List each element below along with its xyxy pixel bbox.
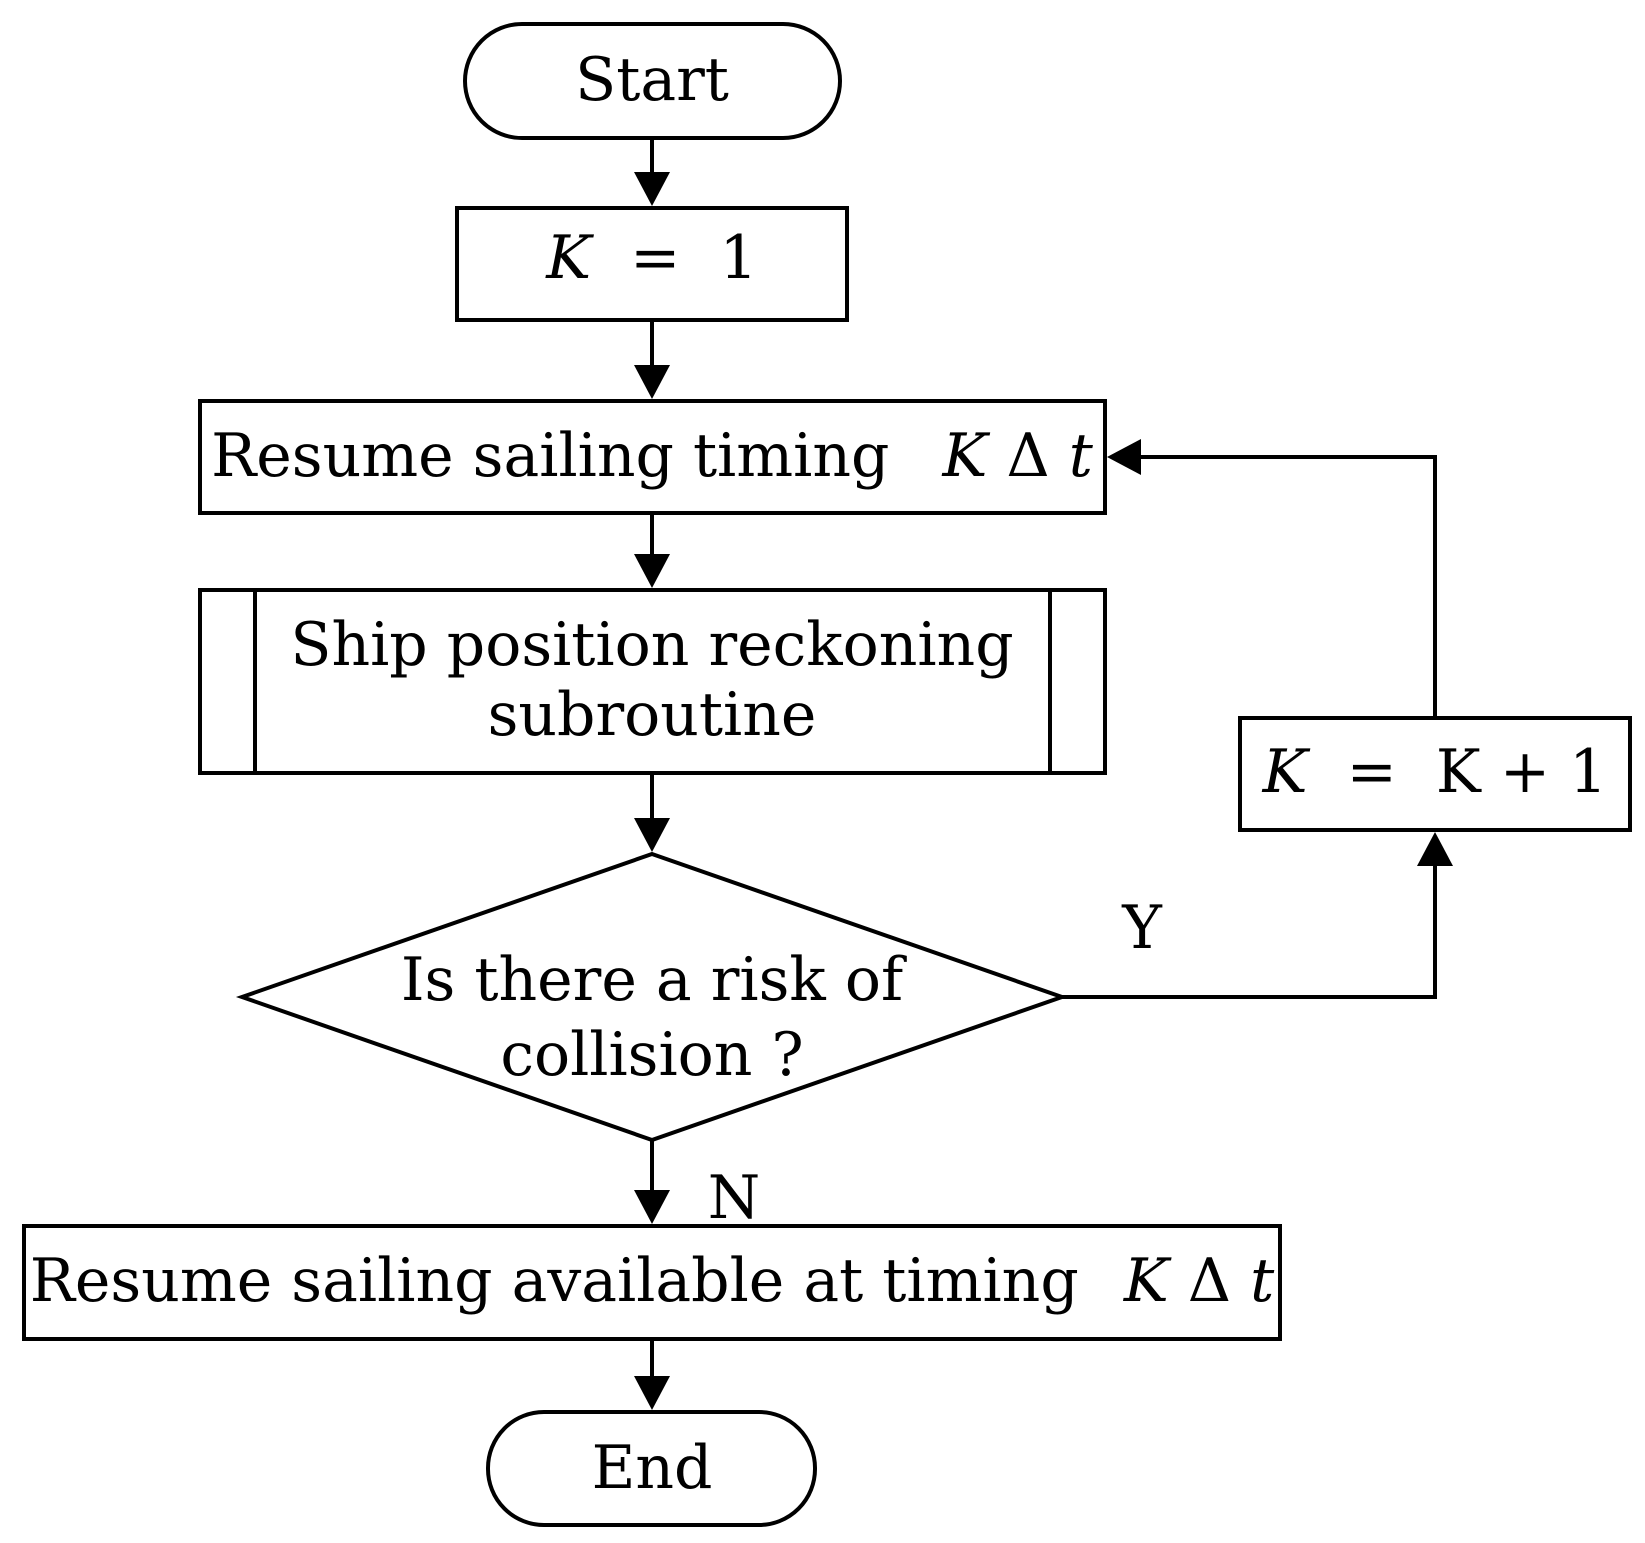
increment-op: = [1347, 737, 1397, 807]
arrow-init-to-resume [634, 320, 670, 399]
init-value: 1 [720, 223, 758, 293]
init-process-box: K = 1 [455, 206, 849, 322]
init-var: K [545, 223, 594, 293]
resume-timing-text: Resume sailing timing K Δ t [211, 421, 1094, 491]
arrow-start-to-init [634, 138, 670, 206]
increment-expr: K + 1 [1436, 737, 1607, 807]
resume-timing-delta: Δ [1006, 421, 1049, 491]
end-terminator: End [486, 1410, 817, 1527]
available-timing-box: Resume sailing available at timing K Δ t [22, 1224, 1282, 1341]
arrow-subroutine-to-decision [634, 773, 670, 852]
no-label: N [708, 1163, 761, 1233]
increment-var: K [1262, 737, 1311, 807]
resume-timing-t: t [1069, 421, 1094, 491]
resume-timing-var: K [941, 421, 990, 491]
available-timing-var: K [1123, 1246, 1172, 1316]
available-timing-t: t [1250, 1246, 1275, 1316]
resume-timing-box: Resume sailing timing K Δ t [198, 399, 1107, 515]
arrow-available-to-end [634, 1339, 670, 1410]
increment-box: K = K + 1 [1238, 716, 1632, 832]
subroutine-line1: Ship position reckoning [290, 610, 1013, 680]
yes-label: Y [1121, 893, 1163, 963]
arrow-resume-to-subroutine [634, 513, 670, 588]
available-timing-delta: Δ [1188, 1246, 1231, 1316]
decision-line1: Is there a risk of [401, 945, 907, 1015]
arrow-yes-branch [1062, 832, 1453, 999]
available-timing-label: Resume sailing available at timing [30, 1246, 1079, 1316]
available-timing-text: Resume sailing available at timing K Δ t [30, 1246, 1275, 1316]
arrow-loop-back [1107, 439, 1437, 718]
increment-formula: K = K + 1 [1262, 737, 1608, 807]
resume-timing-label: Resume sailing timing [211, 421, 889, 491]
decision-line2: collision ? [500, 1020, 803, 1090]
arrow-no-branch [634, 1140, 670, 1224]
collision-decision: Is there a risk of collision ? [235, 851, 1069, 1143]
init-op: = [630, 223, 680, 293]
end-label: End [592, 1433, 713, 1503]
subroutine-line2: subroutine [488, 680, 817, 750]
start-label: Start [575, 45, 729, 115]
start-terminator: Start [463, 22, 842, 140]
subroutine-box: Ship position reckoning subroutine [198, 588, 1107, 775]
init-formula: K = 1 [545, 223, 757, 293]
